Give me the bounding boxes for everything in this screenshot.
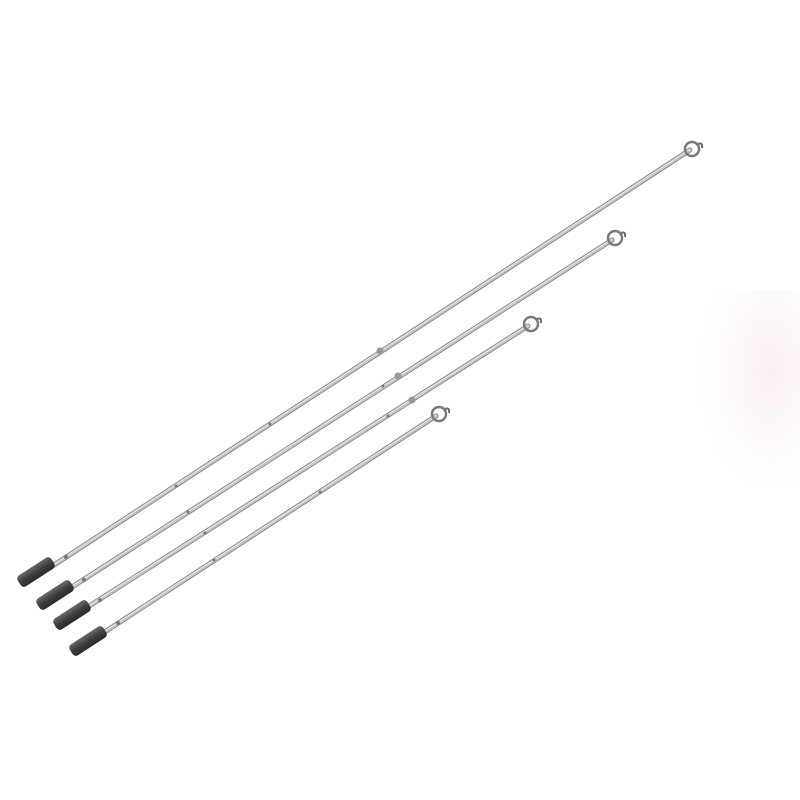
- pole-3-grip: [53, 600, 91, 630]
- pole-4-grip: [69, 626, 107, 656]
- pole-1: [17, 140, 704, 587]
- pole-3-joint: [408, 396, 416, 404]
- pole-2-ring-icon: [606, 229, 627, 247]
- pole-1-joint: [376, 347, 384, 355]
- pole-1-ring-icon: [683, 140, 704, 158]
- pole-2: [36, 229, 627, 610]
- pole-3: [53, 315, 543, 630]
- pole-4: [69, 405, 451, 656]
- pole-3-ring-icon: [522, 315, 543, 333]
- pole-1-grip: [17, 557, 55, 587]
- pole-2-joint: [394, 372, 402, 380]
- background-glare: [700, 290, 800, 490]
- pole-4-ring-icon: [430, 405, 451, 423]
- pole-2-grip: [36, 580, 74, 610]
